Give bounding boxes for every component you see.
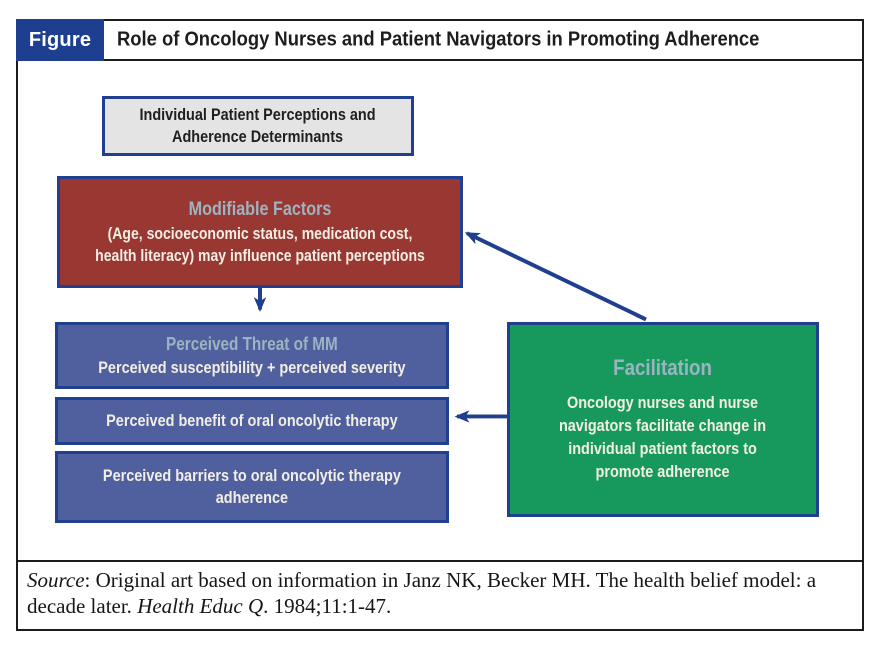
figure-header: Figure Role of Oncology Nurses and Patie… [16,19,862,61]
perceived-threat-heading: Perceived Threat of MM [166,333,338,354]
facilitation-to-modifiable-arrow [464,231,647,322]
facilitation-body: Oncology nurses and nurse navigators fac… [559,392,767,481]
perceived-threat-body: Perceived susceptibility + perceived sev… [98,358,406,378]
source-text-1: : Original art based on information in J… [27,568,817,619]
perceived-barriers-box: Perceived barriers to oral oncolytic the… [55,451,449,523]
figure-frame: Figure Role of Oncology Nurses and Patie… [16,19,864,631]
figure-label: Figure [16,19,104,61]
modifiable-factors-box: Modifiable Factors (Age, socioeconomic s… [57,176,463,288]
journal-name: Health Educ Q [137,594,264,619]
determinants-box-text: Individual Patient Perceptions and Adher… [139,105,377,146]
perceived-threat-box: Perceived Threat of MM Perceived suscept… [55,322,449,389]
figure-title: Role of Oncology Nurses and Patient Navi… [117,28,760,51]
perceived-benefit-text: Perceived benefit of oral oncolytic ther… [106,410,398,430]
diagram-canvas: Individual Patient Perceptions and Adher… [18,61,862,560]
determinants-box: Individual Patient Perceptions and Adher… [102,96,414,156]
modifiable-factors-heading: Modifiable Factors [188,199,332,221]
source-note: Source: Original art based on informatio… [18,560,862,629]
facilitation-box: Facilitation Oncology nurses and nurse n… [507,322,819,517]
modifiable-factors-body: (Age, socioeconomic status, medication c… [95,225,425,265]
perceived-barriers-text: Perceived barriers to oral oncolytic the… [103,465,401,507]
perceived-benefit-box: Perceived benefit of oral oncolytic ther… [55,397,449,445]
source-text-2: . 1984;11:1-47. [263,594,392,619]
source-label: Source [27,568,85,592]
facilitation-heading: Facilitation [613,355,713,381]
